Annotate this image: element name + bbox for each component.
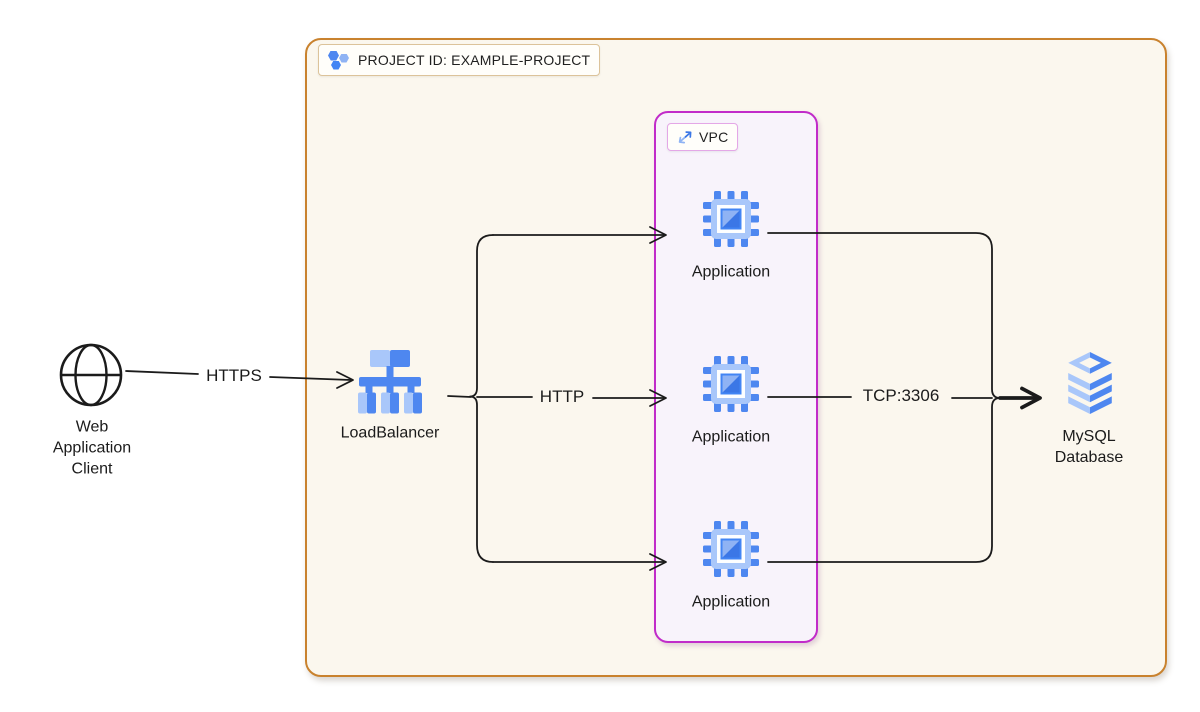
project-label-chip: PROJECT ID: EXAMPLE-PROJECT [318,44,601,76]
compute-chip-icon [703,191,759,247]
edge-label-http: HTTP [539,387,585,406]
compute-chip-icon [703,356,759,412]
node-label-load-balancer: LoadBalancer [340,424,440,442]
project-label: PROJECT ID: EXAMPLE-PROJECT [358,52,591,68]
node-label-application-2: Application [691,428,771,446]
vpc-label: VPC [699,129,729,145]
vpc-label-chip: VPC [667,123,739,151]
edge-https-line [125,370,199,375]
edge-label-tcp: TCP:3306 [862,386,940,405]
node-label-application-1: Application [691,263,771,281]
compute-chip-icon [703,521,759,577]
sql-stack-icon [1068,352,1112,414]
load-balancer-icon [358,350,422,414]
globe-icon [59,343,123,407]
vpc-network-icon [678,130,692,143]
node-label-client: Web Application Client [52,418,132,478]
edge-label-https: HTTPS [206,366,262,385]
hexagon-cluster-icon [328,50,350,71]
node-label-database: MySQL Database [1054,428,1124,466]
node-label-application-3: Application [691,593,771,611]
